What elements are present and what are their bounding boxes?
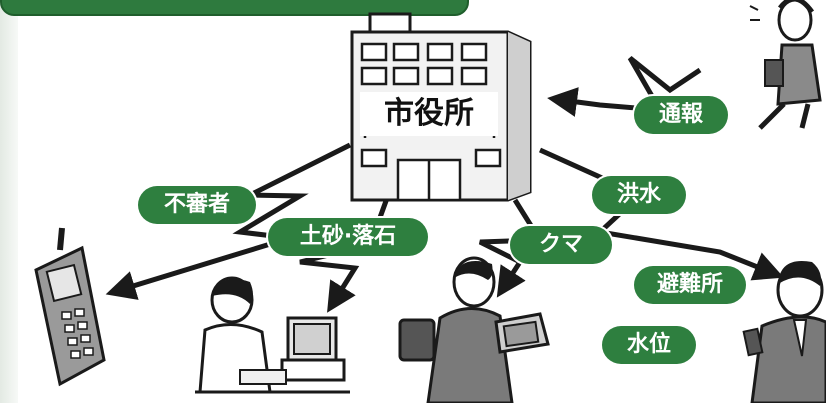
city-hall-label: 市役所 [360,92,498,136]
flood-label: 洪水 [592,176,686,214]
evacuation-site-label: 避難所 [634,266,746,304]
water-level-label: 水位 [602,326,696,364]
businessman-illustration [398,256,550,403]
left-background-strip [0,0,18,403]
office-worker-illustration [195,276,350,394]
report-label: 通報 [634,96,728,134]
arrow-from-reporter [547,56,702,117]
suspicious-person-label: 不審者 [138,186,256,224]
cellphone-illustration [34,227,106,387]
arrow-to-cellphone [105,142,352,300]
man-illustration [742,260,826,403]
landslide-label: 土砂·落石 [268,218,428,256]
reporter-woman-illustration [749,0,822,130]
bear-label: クマ [510,226,612,264]
